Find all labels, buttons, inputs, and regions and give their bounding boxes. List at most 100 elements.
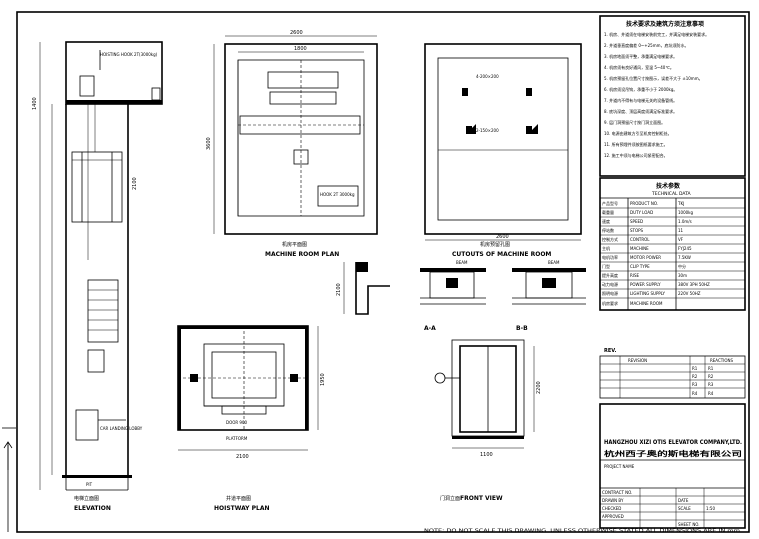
front-view-cn-label: 门洞立面 (440, 495, 460, 502)
hoisting-hook-label: HOISTING HOOK 2T(3000kg) (100, 52, 158, 57)
notes-panel: 技术要求及建筑方须注意事项 1. 机房、井道须在电梯安装前完工，并满足电梯安装要… (599, 15, 746, 177)
section-bb-label: B-B (516, 325, 528, 332)
tech-cell: 门型 (602, 263, 610, 269)
north-arrow-icon (3, 441, 13, 470)
tech-cell: 主机 (602, 245, 610, 251)
beam-note-b: BEAM (548, 260, 560, 265)
title-block: HANGZHOU XIZI OTIS ELEVATOR COMPANY,LTD.… (599, 403, 746, 529)
rev-header: REVISION (628, 358, 647, 363)
hoistway-platform: PLATFORM (226, 436, 248, 441)
rev-cell: R4 (692, 391, 698, 396)
tech-cell: CLIP TYPE (630, 264, 650, 269)
hoistway-label: HOISTWAY PLAN (214, 505, 270, 512)
tech-cell: LIGHTING SUPPLY (630, 291, 665, 296)
tech-cell: 中分 (678, 263, 686, 269)
tech-cell: 停站数 (602, 227, 614, 233)
tech-cell: 11 (678, 228, 684, 233)
notes-line: 2. 井道垂直度偏差 0~+25mm，底坑须防水。 (604, 42, 689, 48)
tech-cell: 控制方式 (602, 236, 618, 242)
project-label: PROJECT NAME (604, 464, 635, 469)
notes-line: 5. 机房预留孔位置尺寸按图示，误差不大于 ±10mm。 (604, 75, 703, 81)
pit-label: PIT (86, 482, 93, 487)
cutouts-cn-label: 机房预留孔图 (480, 241, 510, 248)
tech-cell: 7.5KW (678, 255, 691, 260)
notes-line: 9. 层门洞预留尺寸按门洞立面图。 (604, 119, 665, 125)
tech-cell: DUTY LOAD (630, 210, 653, 215)
sheet-label: SHEET NO. (678, 522, 700, 527)
notes-line: 3. 机房地面须平整，承重满足电梯要求。 (604, 53, 677, 59)
hoistway-cn-label: 井道平面图 (226, 495, 251, 502)
cutout-dim-a: 4-200×200 (476, 74, 499, 79)
top-dim: 2600 (290, 30, 303, 36)
elevation-label: ELEVATION (74, 505, 111, 512)
front-opening-h: 2200 (536, 381, 542, 394)
tech-cell: PRODUCT NO. (630, 201, 658, 206)
rev-cell: R4 (708, 391, 714, 396)
tech-cell: FYJ245 (678, 246, 692, 251)
tech-cell: 机房要求 (602, 300, 618, 306)
hoistway-door-dim: DOOR 900 (226, 420, 248, 425)
section-aa-label: A-A (424, 325, 436, 332)
beam-note-a: BEAM (456, 260, 468, 265)
tech-cell: 提升高度 (602, 272, 618, 278)
machine-room-label: MACHINE ROOM PLAN (265, 251, 339, 258)
elevation-cn-label: 电梯立面图 (74, 495, 99, 502)
checked-label: CHECKED (602, 506, 621, 511)
hook-note: HOOK 2T 3000kg (320, 192, 355, 197)
notes-line: 1. 机房、井道须在电梯安装前完工，并满足电梯安装要求。 (604, 31, 709, 37)
sub-dim: 1800 (294, 46, 307, 52)
rev-cell: R2 (708, 374, 714, 379)
tech-cell: VF (678, 237, 684, 242)
tech-cell: STOPS (630, 228, 644, 233)
hoistway-width-dim: 2100 (236, 454, 249, 460)
tech-cell: 产品型号 (602, 200, 618, 206)
tech-cell: 380V 3PH 50HZ (678, 282, 710, 287)
front-view: 1100 2200 门洞立面 FRONT VIEW (434, 339, 542, 502)
contract-label: CONTRACT NO. (602, 490, 632, 495)
tech-cell: 220V 50HZ (678, 291, 701, 296)
width-dim: 2100 (132, 177, 138, 190)
cutout-bottom-dim: 2600 (496, 234, 509, 240)
tech-cell: TKJ (677, 201, 684, 206)
technical-data-table: 技术参数 TECHNICAL DATA 产品型号 PRODUCT NO. TKJ… (599, 177, 746, 311)
tech-cell: MACHINE ROOM (630, 301, 663, 306)
cutouts-label: CUTOUTS OF MACHINE ROOM (452, 251, 551, 258)
tech-subtitle: TECHNICAL DATA (651, 191, 691, 197)
approved-label: APPROVED (602, 514, 624, 519)
tech-cell: SPEED (630, 219, 643, 224)
front-view-label: FRONT VIEW (460, 495, 503, 502)
notes-line: 7. 井道内不得有与电梯无关的设备管线。 (604, 97, 677, 103)
scale-value: 1:50 (706, 506, 715, 511)
rev-cell: R3 (692, 382, 698, 387)
notes-line: 11. 所有预埋件须按图纸要求施工。 (604, 141, 668, 147)
lobby-label: CAR LANDING LOBBY (100, 426, 143, 431)
footer-note: NOTE: DO NOT SCALE THIS DRAWING. UNLESS … (424, 528, 742, 534)
tech-cell: 动力电源 (602, 281, 618, 287)
tech-title: 技术参数 (656, 182, 681, 190)
company-cn: 杭州西子奥的斯电梯有限公司 (604, 449, 742, 458)
notes-line: 12. 施工中须与电梯公司紧密配合。 (604, 152, 668, 158)
outer-border (16, 11, 750, 533)
notes-line: 4. 机房须有良好通风，室温 5~40℃。 (604, 64, 674, 70)
date-label: DATE (678, 498, 689, 503)
rev-cell: R1 (708, 366, 714, 371)
rev-cell: R2 (692, 374, 698, 379)
notes-line: 6. 机房须设吊钩，承重不小于 2000kg。 (604, 86, 677, 92)
tech-cell: 1000kg (678, 210, 693, 215)
rev-label: REV. (604, 348, 616, 354)
tech-cell: MOTOR POWER (630, 255, 661, 260)
cutouts-view: 4-200×200 2-150×200 2600 机房预留孔图 CUTOUTS … (424, 43, 582, 258)
section-left-dim: 2100 (336, 283, 342, 296)
cutout-dim-b: 2-150×200 (476, 128, 499, 133)
tech-cell: 照明电源 (602, 290, 618, 296)
machine-room-cn-label: 机房平面图 (282, 241, 307, 248)
tech-cell: 速度 (602, 218, 610, 224)
left-dim: 3600 (206, 137, 212, 150)
tech-cell: POWER SUPPLY (630, 282, 661, 287)
tech-cell: MACHINE (630, 246, 649, 251)
tech-cell: 电机功率 (602, 254, 618, 260)
sections-view: 2100 A-A BEAM B-B BEAM (336, 260, 586, 332)
machine-room-plan-view: HOOK 2T 3000kg 2600 1800 3600 机房平面图 MACH… (206, 30, 378, 258)
tech-cell: 载重量 (602, 209, 614, 215)
